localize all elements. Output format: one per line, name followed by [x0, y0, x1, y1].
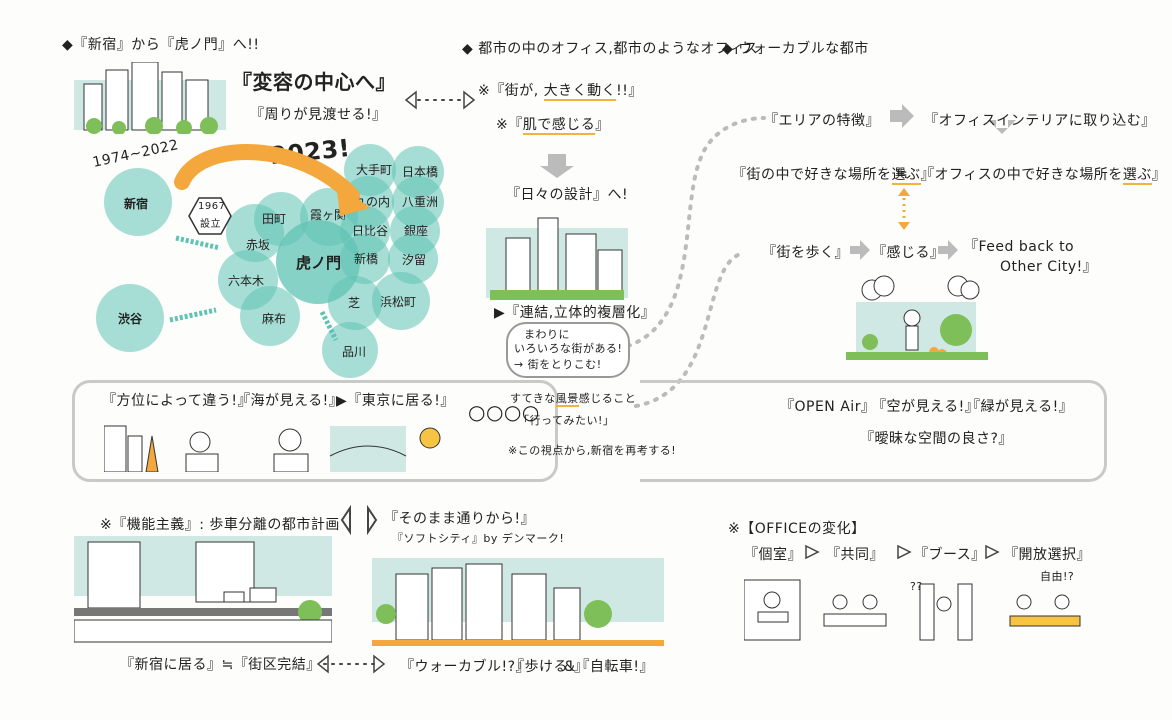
feedback-line-2: Other City!』: [1000, 259, 1098, 275]
connection-label: ▶『連結,立体的複層化』: [494, 305, 656, 321]
thought-bubble: まわりに いろいろな街がある! → 街をとりこむ!: [506, 322, 630, 378]
choose-in-city-label: 『街の中で好きな場所を選ぶ』: [732, 167, 935, 185]
bubble-line-2: いろいろな街がある!: [514, 342, 623, 355]
freedom-note: 自由!?: [1040, 570, 1075, 583]
section-header-walkable: ◆ ウォーカブルな都市: [722, 41, 869, 57]
label-kasumigaseki: 霞ヶ関: [310, 208, 347, 222]
area-features-label: 『エリアの特徴』: [764, 113, 880, 129]
subtitle-see-around: 『周りが見渡せる!』: [250, 107, 387, 123]
label-akasaka: 赤坂: [246, 238, 271, 252]
note-feel-skin: ※『肌で感じる』: [496, 117, 610, 135]
bubble-line-3: → 街をとりこむ!: [514, 358, 602, 371]
office-interior-label: 『オフィスインテリアに取り込む』: [924, 113, 1156, 129]
person-in-nature-illustration: [846, 272, 988, 364]
circle-shiba: [328, 276, 382, 330]
daily-design-label: 『日々の設計』へ!: [506, 187, 629, 203]
circle-shinjuku: [104, 168, 172, 236]
band-reconsider-label: ※この視点から,新宿を再考する!: [508, 444, 677, 457]
label-shinagawa: 品川: [342, 345, 367, 359]
stage-private-room: 『個室』: [744, 547, 802, 563]
dotted-path-area: [626, 116, 766, 348]
dotted-path-walk: [634, 252, 742, 408]
label-shiba: 芝: [348, 296, 361, 310]
reside-in-shinjuku-label: 『新宿に居る』≒『街区完結』: [120, 657, 321, 673]
label-nihonbashi: 日本橋: [402, 165, 439, 179]
label-shibuya: 渋谷: [118, 312, 143, 326]
bubble-line-1: まわりに: [524, 328, 570, 341]
sky-visible-label: 『空が見える!』: [872, 399, 980, 415]
walkable-label: 『歩ける!』: [510, 659, 589, 675]
ellipsis-dots: ○○○○: [468, 400, 540, 424]
band-sea-label: 『海が見える!』: [236, 393, 344, 409]
label-shinbashi: 新橋: [354, 252, 379, 266]
band-illustrations: [103, 416, 444, 473]
approx-sign: ≒: [896, 166, 909, 182]
circle-azabu: [240, 286, 300, 346]
band-tokyo-label: ▶『東京に居る!』: [336, 393, 455, 409]
label-azabu: 麻布: [262, 312, 287, 326]
bike-label: &『自転車!』: [564, 659, 655, 675]
stage-open-choice: 『開放選択』: [1004, 547, 1091, 563]
choose-in-office-label: 『オフィスの中で好きな場所を選ぶ』: [920, 167, 1167, 185]
label-hamamatsucho: 浜松町: [380, 295, 417, 309]
stage-booth: 『ブース』: [914, 547, 986, 563]
label-tamachi: 田町: [262, 212, 287, 226]
label-yaesu: 八重洲: [402, 195, 439, 209]
arrow-toranomon-shinagawa: [319, 310, 339, 342]
walkable-street-illustration: [372, 548, 664, 648]
label-toranomon: 虎ノ門: [296, 254, 342, 272]
down-arrow-daily: [540, 154, 574, 178]
office-evolution-illustration: [743, 576, 1096, 642]
band-direction-label: 『方位によって違う!』: [102, 393, 252, 409]
label-roppongi: 六本木: [228, 274, 265, 288]
title-center-of-change: 『変容の中心へ』: [232, 70, 396, 94]
walk-city-label: 『街を歩く』: [762, 245, 849, 261]
feedback-line-1: 『Feed back to: [964, 239, 1075, 255]
ambiguous-space-label: 『曖昧な空間の良さ?』: [860, 431, 1013, 447]
feel-label: 『感じる』: [872, 245, 945, 261]
label-shiodome: 汐留: [402, 253, 427, 267]
founded-badge: 1967 設立: [188, 196, 232, 236]
question-marks: ??: [910, 580, 923, 593]
city-buildings-illustration: [486, 210, 628, 302]
label-otemachi: 大手町: [356, 163, 393, 177]
arrow-shibuya-roppongi: [169, 307, 217, 323]
circle-shinbashi: [340, 234, 390, 284]
shinjuku-skyline-illustration: [74, 61, 226, 136]
band-scenery-label: すてきな風景感じること: [510, 392, 637, 407]
arrow-shinjuku-akasaka: [175, 235, 221, 251]
band-left-frame: [72, 380, 558, 482]
green-visible-label: 『緑が見える!』: [966, 399, 1074, 415]
separated-city-illustration: [73, 536, 333, 648]
band-right-frame: [640, 380, 1107, 482]
section-header-office-city: ◆ 都市の中のオフィス,都市のようなオフィス: [462, 41, 759, 57]
founded-year: 1967: [198, 201, 226, 212]
office-change-title: ※【OFFICEの変化】: [728, 521, 866, 537]
walkable-question-label: 『ウォーカブル!?』: [400, 659, 531, 675]
note-city-moves: ※『街が, 大きく動く!!』: [478, 83, 643, 101]
circle-shibuya: [96, 284, 164, 352]
stage-shared: 『共同』: [826, 547, 884, 563]
founded-label: 設立: [200, 219, 221, 230]
orange-arrow-head: [336, 182, 370, 216]
label-shinjuku: 新宿: [124, 197, 149, 211]
band-want-to-go-label: 「行ってみたい!」: [518, 414, 615, 427]
functionalism-label: ※『機能主義』: 歩車分離の都市計画: [100, 517, 340, 533]
orange-move-arrow: [174, 144, 360, 204]
from-street-label: 『そのまま通りから!』: [384, 511, 536, 527]
open-air-label: 『OPEN Air』: [780, 399, 876, 415]
section-header-shinjuku-toranomon: ◆『新宿』から『虎ノ門』へ!!: [62, 37, 260, 53]
softcity-label: 『ソフトシティ』by デンマーク!: [392, 532, 565, 545]
